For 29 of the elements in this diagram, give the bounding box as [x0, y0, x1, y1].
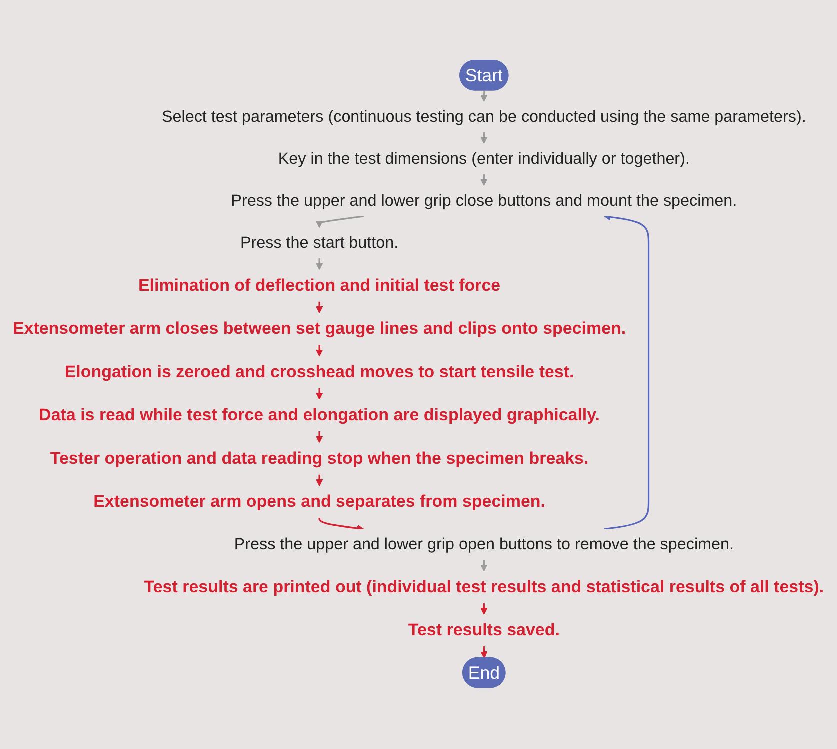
arrow: [318, 518, 364, 532]
node-text: Elimination of deflection and initial test force: [138, 276, 501, 296]
flowchart: Start Select test parameters (continuous testing can be conducted using the same parameters). Key in the test dimensions (enter individually or together). Press the upper and lower grip close buttons and mount the specimen. Press the start button. Elimination of deflection and initial test force Extensometer arm closes between set gauge lines and clips onto specimen. Elongation is zeroed and crosshead moves to start tensile test. Data is read while test force and elongation are displayed graphically. Tester operation and data reading stop when the specimen breaks. Extensometer arm opens and separates from specimen. Press the upper and lower grip open buttons to remove the specimen. Test results are printed out (individual test results and statistical results of all tests). Test results saved. End: [0, 54, 837, 695]
node-text: Key in the test dimensions (enter individually or together).: [278, 150, 690, 168]
node-text: Test results are printed out (individual test results and statistical results of all tests).: [144, 578, 824, 597]
arrow: [480, 604, 488, 616]
node-text: Data is read while test force and elongation are displayed graphically.: [39, 406, 600, 426]
arrow: [480, 646, 488, 659]
arrow: [480, 174, 488, 186]
arrow: [316, 216, 364, 228]
arrow: [480, 91, 488, 102]
node-text: Tester operation and data reading stop when the specimen breaks.: [50, 450, 589, 468]
arrow: [316, 345, 324, 358]
node-text: Press the upper and lower grip open buttons to remove the specimen.: [234, 536, 734, 554]
node-text: Select test parameters (continuous testing can be conducted using the same parameters).: [162, 108, 806, 126]
arrow: [316, 258, 324, 271]
node-text: Test results saved.: [408, 621, 560, 640]
node-text: Extensometer arm closes between set gauge lines and clips onto specimen.: [12, 320, 626, 339]
node-text: Press the start button.: [240, 234, 399, 252]
node-text: Press the upper and lower grip close buttons and mount the specimen.: [231, 192, 738, 210]
arrow: [316, 302, 324, 314]
arrow: [316, 388, 324, 400]
arrow: [604, 214, 650, 530]
arrow: [480, 560, 488, 572]
node-text: Extensometer arm opens and separates from specimen.: [94, 492, 546, 512]
node-text: Elongation is zeroed and crosshead moves to start tensile test.: [64, 363, 574, 382]
arrow: [316, 432, 324, 444]
arrow: [480, 132, 488, 144]
arrow: [316, 475, 324, 487]
